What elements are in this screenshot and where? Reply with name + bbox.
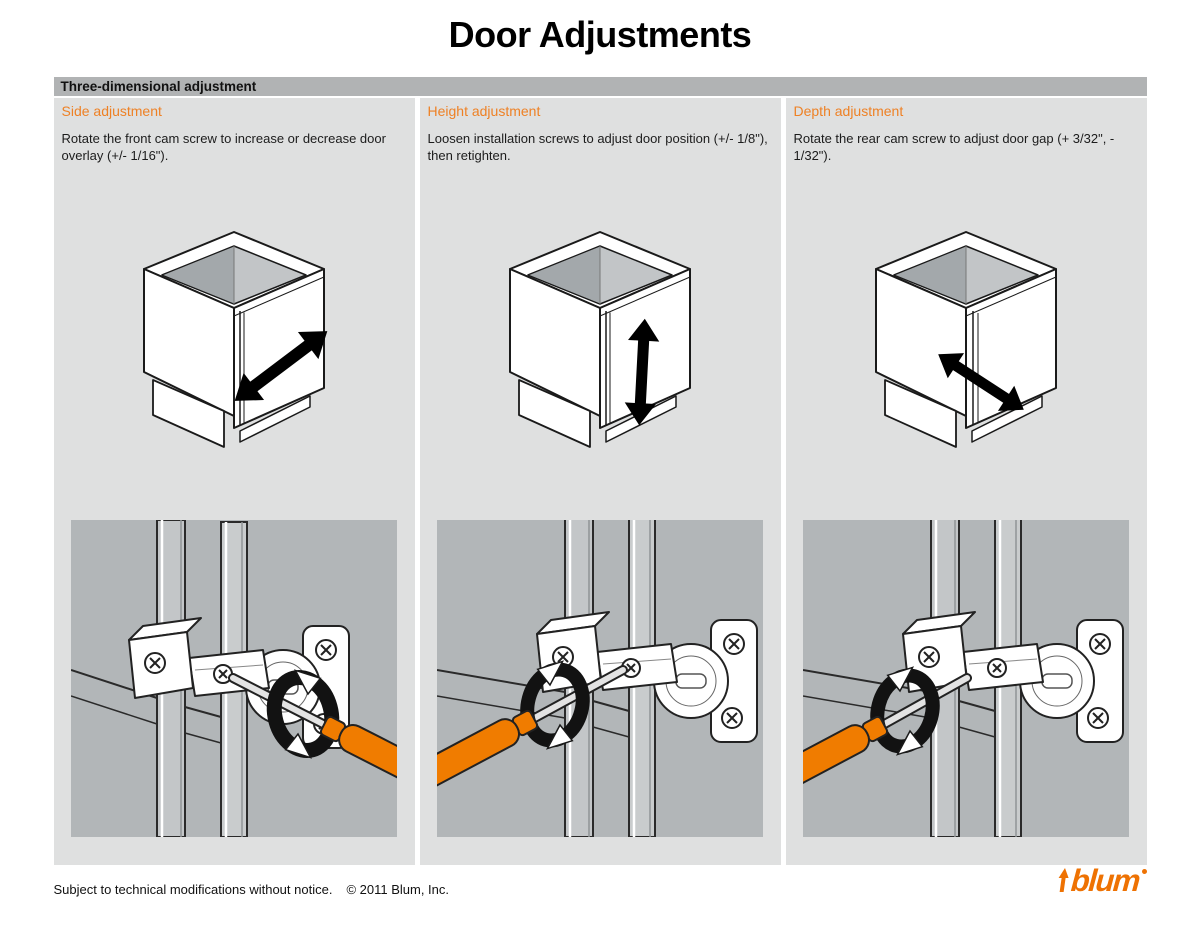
- height-double-arrow-icon: [624, 318, 660, 426]
- footer-note: Subject to technical modifications witho…: [53, 882, 333, 897]
- height-adjustment-heading: Height adjustment: [427, 103, 541, 119]
- blum-logo-registered-dot: [1141, 869, 1147, 874]
- depth-adjustment-description: Rotate the rear cam screw to adjust door…: [793, 131, 1115, 163]
- depth-cabinet-illustration: [875, 231, 1057, 448]
- rotation-ring-icon: [266, 669, 340, 759]
- installation-screw-icon: [552, 646, 574, 668]
- section-header-bar: Three-dimensional adjustment: [53, 77, 1147, 96]
- side-hinge-illustration: [71, 520, 397, 837]
- blum-logo: blum: [1057, 863, 1147, 898]
- screwdriver-icon: [228, 669, 397, 802]
- screw-icon: [723, 633, 745, 655]
- footer-copyright: © 2011 Blum, Inc.: [346, 882, 449, 897]
- screw-icon: [987, 658, 1007, 678]
- hinge-assembly: [902, 611, 1124, 743]
- side-adjustment-heading: Side adjustment: [61, 103, 162, 119]
- screw-icon: [1089, 633, 1111, 655]
- screw-icon: [721, 707, 743, 729]
- screwdriver-icon: [437, 660, 628, 797]
- height-adjustment-description: Loosen installation screws to adjust doo…: [427, 131, 768, 163]
- screw-icon: [1087, 707, 1109, 729]
- column-depth-adjustment: Depth adjustment Rotate the rear cam scr…: [785, 98, 1147, 865]
- depth-hinge-illustration: [803, 520, 1129, 837]
- screw-icon: [315, 639, 337, 661]
- footer: Subject to technical modifications witho…: [53, 863, 1147, 898]
- side-cabinet-illustration: [143, 231, 328, 448]
- rear-cam-screw-icon: [918, 646, 940, 668]
- blum-logo-text: blum: [1070, 863, 1141, 898]
- column-side-adjustment: Side adjustment Rotate the front cam scr…: [53, 98, 415, 865]
- column-height-adjustment: Height adjustment Loosen installation sc…: [419, 98, 781, 865]
- page: Door Adjustments Three-dimensional adjus…: [53, 14, 1147, 898]
- rotation-ring-icon: [870, 666, 940, 756]
- screw-icon: [144, 652, 166, 674]
- depth-double-arrow-icon: [938, 353, 1024, 411]
- screwdriver-icon: [803, 666, 972, 803]
- page-title: Door Adjustments: [448, 14, 752, 55]
- blum-logo-arrow-icon: [1059, 868, 1070, 892]
- height-hinge-illustration: [437, 520, 763, 837]
- screw-icon: [621, 658, 641, 678]
- side-double-arrow-icon: [234, 331, 328, 401]
- depth-adjustment-heading: Depth adjustment: [793, 103, 904, 119]
- height-cabinet-illustration: [509, 231, 691, 448]
- adjustment-columns: Side adjustment Rotate the front cam scr…: [53, 98, 1147, 865]
- side-adjustment-description: Rotate the front cam screw to increase o…: [61, 131, 386, 163]
- rotation-ring-icon: [520, 660, 590, 750]
